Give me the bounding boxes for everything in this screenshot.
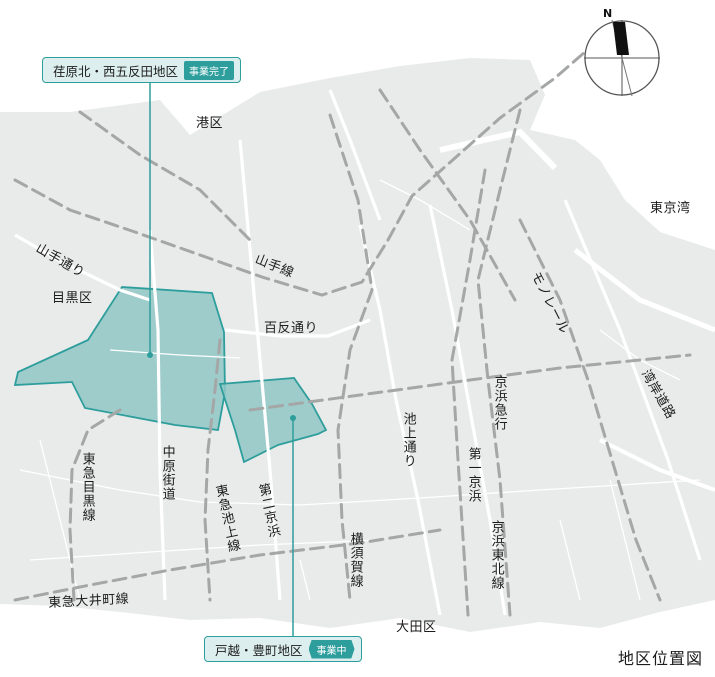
hyakutan-dori-road [224, 318, 371, 338]
tokyu-meguro-line-label: 東急目黒線 [79, 452, 95, 522]
minor-street [299, 559, 311, 601]
canal [599, 438, 715, 492]
compass: N [584, 7, 660, 97]
ikegami-dori-label: 池上通り [400, 412, 416, 468]
yamate-line-rail [13, 50, 587, 297]
yokosuka-line-rail [328, 113, 374, 602]
tokyu-meguro-line-rail [68, 408, 122, 602]
togoshi-yutakamachi-callout: 戸越・豊町地区 事業中 [204, 636, 362, 662]
area-name: 荏原北・西五反田地区 [53, 63, 179, 79]
minato-ward-label: 港区 [196, 116, 224, 131]
minor-street [609, 479, 641, 601]
wangan-doro-road [563, 199, 702, 561]
rail-line [248, 353, 692, 412]
nakahara-kaido-label: 中原街道 [159, 445, 175, 501]
minor-street [109, 349, 241, 359]
major-road [328, 89, 382, 221]
rail-line [378, 88, 517, 302]
daiichi-keihin-road [428, 204, 507, 616]
canal [439, 128, 558, 171]
daiichi-keihin-label: 第一京浜 [465, 447, 481, 503]
tokyu-oimachi-line-rail [13, 528, 442, 602]
keihin-kyuko-label: 京浜急行 [491, 375, 507, 431]
land-shape [0, 58, 715, 632]
minor-street [559, 519, 581, 601]
south-area-marker [290, 415, 296, 421]
meguro-ward-label: 目黒区 [52, 291, 93, 306]
monorail-rail [518, 218, 662, 602]
map-caption: 地区位置図 [617, 649, 703, 668]
daini-keihin-road [238, 139, 282, 601]
hyakutan-dori-label: 百反通り [264, 321, 319, 336]
keihin-tohoku-line-label: 京浜東北線 [488, 520, 504, 590]
yamate-dori-road [14, 233, 151, 302]
tokyu-ikegami-line-rail [203, 338, 222, 602]
rail-line [78, 110, 252, 242]
minor-street [379, 179, 471, 231]
status-badge: 事業中 [308, 639, 355, 659]
togoshi-yutakamachi-area [218, 377, 328, 464]
north-area-marker [147, 352, 153, 358]
minor-street [19, 469, 701, 506]
ikegami-dori-road [358, 224, 442, 616]
status-badge: 事業完了 [184, 60, 235, 80]
ota-ward-label: 大田区 [396, 620, 437, 635]
keihin-kyuko-rail [476, 108, 522, 617]
yokosuka-line-label: 横須賀線 [347, 532, 363, 588]
ebara-kita-nishigotanda-callout: 荏原北・西五反田地区 事業完了 [42, 57, 242, 83]
minor-street [29, 539, 381, 561]
tokyo-bay-label: 東京湾 [650, 201, 691, 216]
area-name: 戸越・豊町地区 [215, 642, 303, 658]
canal [573, 248, 715, 333]
compass-north-label: N [603, 7, 612, 20]
compass-needle-icon [613, 22, 629, 55]
nakahara-kaido-road [148, 229, 167, 601]
ebara-kita-nishigotanda-area [13, 286, 226, 431]
